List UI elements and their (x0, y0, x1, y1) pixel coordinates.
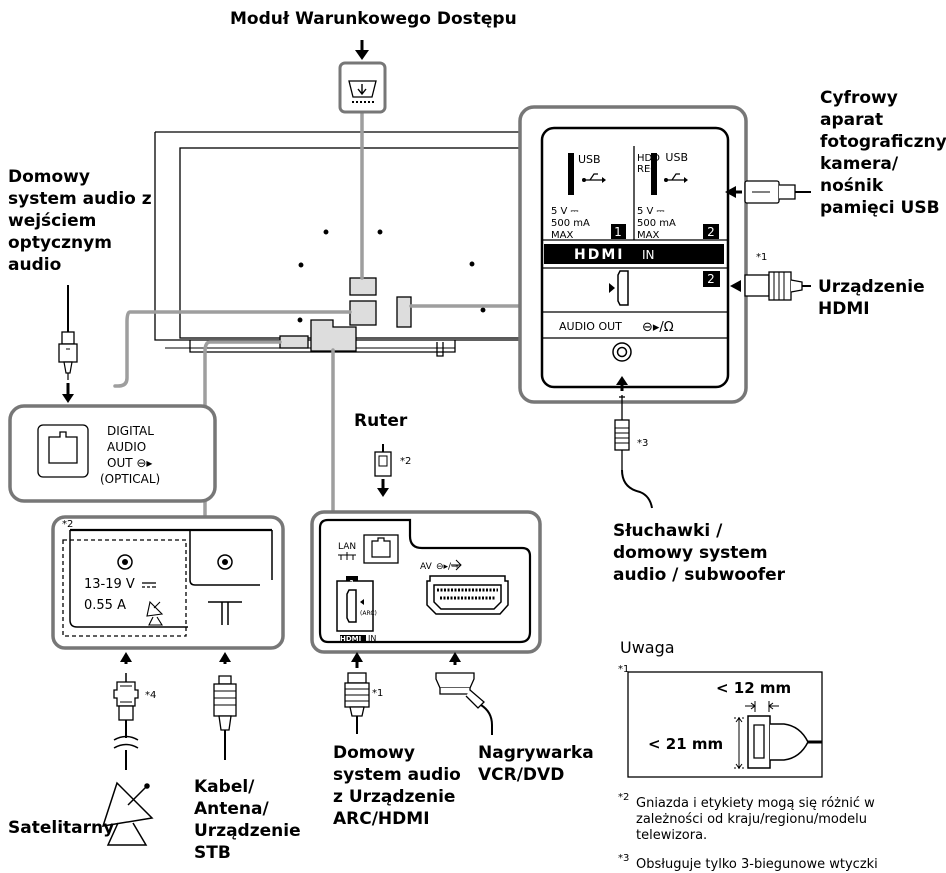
audio-out-symbol: ⊖▸/Ω (642, 320, 674, 335)
usb-power-1b: 500 mA (551, 218, 590, 229)
hdmi-device-label: Urządzenie HDMI (818, 277, 925, 319)
notes-marker-3: *3 (618, 853, 630, 864)
headphone-cable (614, 376, 653, 509)
note-2: Gniazda i etykiety mogą się różnić w zal… (636, 796, 875, 843)
coax-cable (213, 652, 237, 760)
digital-audio-label-1: DIGITAL (107, 424, 154, 438)
arc-label: (ARC) (360, 610, 377, 617)
hdmi-logo: HDMI (574, 247, 624, 263)
notes-marker-1: *1 (618, 664, 630, 675)
hdmi-port-2 (542, 244, 728, 313)
side-panel (518, 105, 748, 404)
usb-power-2b: 500 mA (637, 218, 676, 229)
audio-out-label: AUDIO OUT (559, 320, 622, 333)
satellite-dish-icon (101, 781, 154, 846)
recorder-label: Nagrywarka VCR/DVD (478, 743, 594, 785)
notes-title: Uwaga (620, 638, 675, 657)
av-label: AV (420, 562, 433, 572)
marker-arc-hdmi: *1 (372, 688, 384, 699)
dimension-21mm: < 21 mm (648, 735, 724, 753)
digital-audio-label-4: (OPTICAL) (100, 472, 160, 486)
hdmi-in-label: IN (642, 248, 655, 262)
hdmi-port-number-2: 2 (707, 272, 715, 286)
cam-label: Moduł Warunkowego Dostępu (230, 9, 517, 29)
marker-router: *2 (400, 456, 412, 467)
arc-system-label: Domowy system audio z Urządzenie ARC/HDM… (333, 743, 461, 829)
antenna-satellite-panel (51, 515, 285, 650)
usb-power-2: 5 V ⎓ (637, 206, 665, 217)
av-symbol: ⊖▸/⊸ (436, 562, 459, 572)
usb-label-1: USB (578, 153, 601, 166)
connection-lines (113, 110, 522, 517)
optical-audio-label: Domowy system audio z wejściem optycznym… (8, 167, 152, 275)
usb-port-number-2: 2 (707, 225, 715, 239)
cam-arrow (355, 40, 369, 60)
lan-label: LAN (338, 542, 356, 552)
dimension-illustration (627, 671, 823, 778)
hdd-rec-label-2: REC (637, 164, 657, 175)
usb-power-1c: MAX (551, 230, 573, 241)
hdmi-1-number: 1 (349, 579, 355, 590)
router-label: Ruter (354, 411, 408, 431)
usb-label-2: USB (665, 151, 688, 164)
router-cable (374, 444, 392, 497)
usb-port-number-1: 1 (614, 225, 622, 239)
marker-antenna-panel: *2 (62, 519, 74, 530)
usb-devices-label: Cyfrowy aparat fotograficzny/ kamera/ no… (820, 88, 946, 218)
digital-audio-label-3: OUT ⊖▸ (107, 456, 152, 470)
usb-cable (725, 180, 811, 204)
bottom-center-panel (310, 510, 542, 654)
hdmi-in-lan: IN (368, 634, 376, 643)
usb-power-1: 5 V ⎓ (551, 206, 579, 217)
arc-hdmi-cable (344, 652, 370, 734)
digital-audio-label-2: AUDIO (107, 440, 146, 454)
marker-hdmi-right: *1 (756, 252, 768, 263)
cam-slot-graphic (338, 61, 387, 114)
marker-satellite: *4 (145, 690, 157, 701)
satellite-cable (113, 652, 139, 770)
usb-port-1 (568, 153, 626, 239)
usb-power-2c: MAX (637, 230, 659, 241)
hdmi-logo-lan: HDMI (340, 635, 361, 643)
satellite-label: Satelitarny (8, 818, 115, 838)
audio-out-port (542, 337, 728, 362)
dimension-12mm: < 12 mm (716, 679, 792, 697)
tv-port-highlights (279, 277, 412, 352)
hdmi-cable-right (730, 271, 811, 301)
marker-headphones: *3 (637, 438, 649, 449)
port-text: USB USB HDD REC 5 V ⎓ 500 mA MAX 5 V ⎓ 5… (84, 151, 715, 643)
hdd-rec-label: HDD (637, 153, 660, 164)
note-3: Obsługuje tylko 3-biegunowe wtyczki (636, 857, 878, 872)
headphones-label: Słuchawki / domowy system audio / subwoo… (613, 521, 786, 585)
cable-label: Kabel/ Antena/ Urządzenie STB (194, 777, 301, 863)
usb-port-2 (651, 153, 719, 239)
optical-cable (58, 285, 78, 403)
digital-audio-panel (8, 404, 217, 503)
sat-current: 0.55 A (84, 598, 126, 613)
notes-marker-2: *2 (618, 792, 630, 803)
scart-cable (435, 652, 493, 735)
sat-voltage: 13-19 V (84, 577, 135, 592)
